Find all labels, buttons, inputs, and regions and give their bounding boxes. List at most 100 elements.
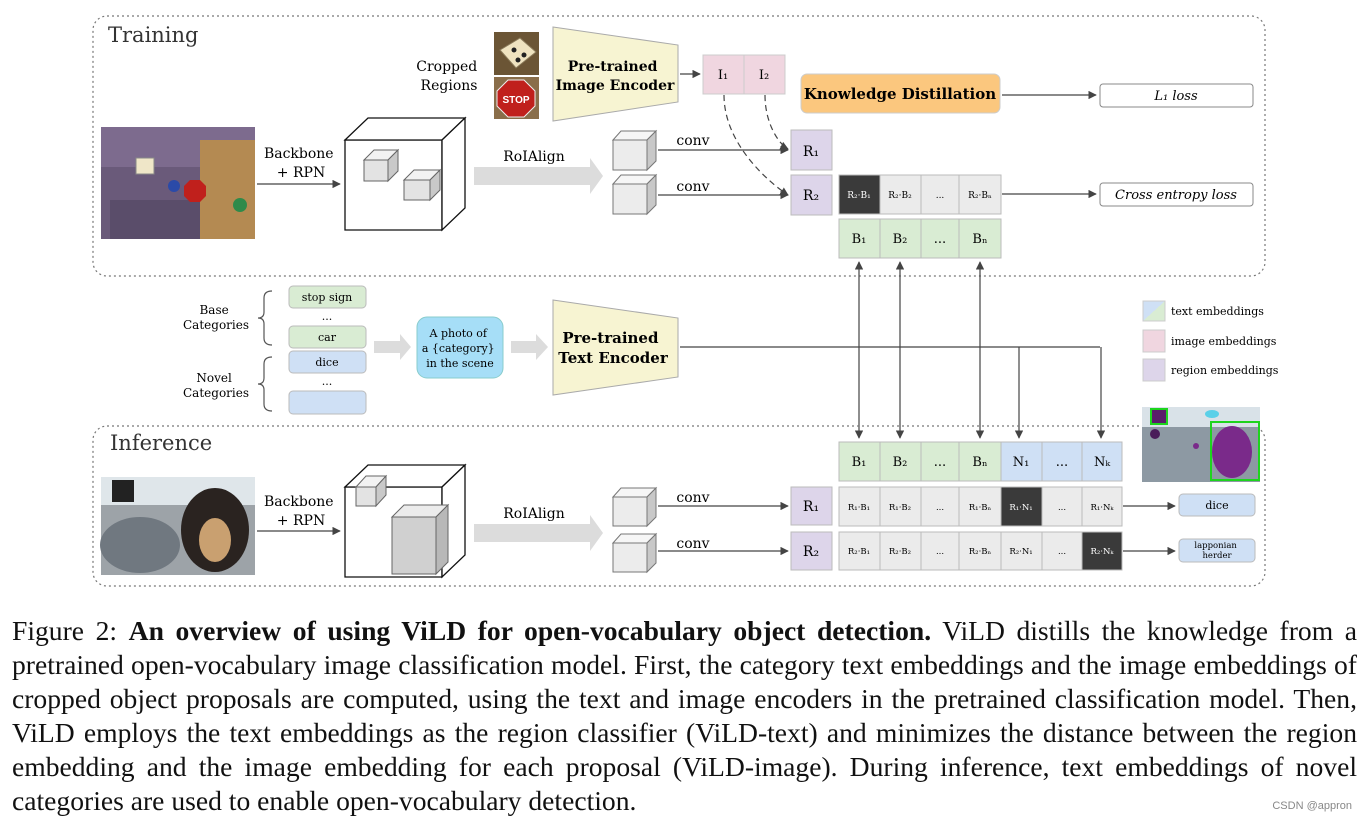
inference-conv-label-2: conv [676, 536, 709, 552]
training-conv-label-1: conv [676, 133, 709, 149]
vild-diagram: Training Backbone + RPN RoIAlign [92, 15, 1279, 587]
score-cell [920, 486, 960, 527]
score-cell [838, 174, 881, 215]
legend-swatch-region [1142, 358, 1166, 382]
legend-image-embeddings: image embeddings [1171, 335, 1277, 348]
score-cell-label: ... [1058, 547, 1066, 557]
score-cell [1081, 486, 1123, 527]
category-dice-label: dice [315, 356, 338, 369]
base-cell [920, 218, 960, 259]
inference-roi-feature-1 [611, 486, 658, 528]
category-novel-ellipsis: ... [322, 375, 333, 388]
inference-region-r2 [790, 531, 833, 571]
output-dice [1178, 493, 1256, 517]
image-embedding-i1-label: I₁ [718, 68, 728, 83]
inference-region-r1 [790, 486, 833, 526]
score-cell [879, 486, 922, 527]
legend-text-embeddings: text embeddings [1171, 305, 1264, 318]
embedding-cell-label: B₁ [852, 455, 867, 470]
score-cell-label: R₂·B₁ [848, 547, 870, 557]
inference-roialign-arrow [474, 515, 603, 551]
score-cell-label: R₂·B₂ [889, 547, 911, 557]
score-cell-label: R₂·Bₙ [969, 547, 992, 557]
inference-backbone-label: Backbone + RPN [264, 494, 338, 529]
output-dice-label: dice [1205, 499, 1228, 512]
training-title: Training [108, 23, 199, 47]
score-cell [1000, 531, 1043, 571]
training-region-r1-label: R₁ [803, 144, 819, 160]
caption-prefix: Figure 2: [12, 615, 129, 646]
base-brace [257, 290, 273, 346]
legend-region-embeddings: region embeddings [1171, 364, 1279, 377]
inference-input-image [100, 477, 255, 575]
text-encoder-label: Pre-trained Text Encoder [558, 329, 669, 367]
score-cell-label: ... [936, 547, 944, 557]
embedding-cell-label: Bₙ [972, 455, 987, 470]
output-lapponian-herder-label: lapponian herder [1194, 541, 1239, 561]
legend: text embeddings image embeddings region … [1142, 300, 1279, 382]
categories-to-prompt-arrow [374, 334, 411, 360]
cropped-regions-label: Cropped Regions [416, 59, 481, 94]
score-cell-label: R₂·B₁ [847, 191, 870, 201]
training-roialign-label: RoIAlign [503, 149, 565, 165]
base-cell-label: ... [934, 232, 946, 247]
image-encoder [552, 26, 679, 122]
inference-conv-label-1: conv [676, 490, 709, 506]
embedding-cell-label: Nₖ [1094, 455, 1111, 470]
score-cell-label: ... [936, 503, 944, 513]
score-cell-label: R₂·B₂ [888, 191, 912, 201]
training-score-row: R₂·B₁ R₂·B₂ ... R₂·Bₙ [838, 174, 1002, 215]
score-cell [958, 174, 1002, 215]
score-cell [879, 174, 922, 215]
category-dice [288, 350, 367, 374]
category-stop-sign [288, 285, 367, 309]
cropped-region-dice [494, 32, 539, 75]
prompt-to-encoder-arrow [511, 334, 548, 360]
score-cell-label: R₁·B₁ [848, 503, 870, 513]
base-cell-label: B₂ [893, 232, 908, 247]
training-feature-cube [343, 116, 467, 232]
embedding-cell [958, 441, 1002, 482]
score-cell [920, 531, 960, 571]
score-cell [1081, 531, 1123, 571]
inference-proposal-box [354, 474, 450, 576]
distill-link-1 [723, 94, 789, 196]
image-encoder-label: Pre-trained Image Encoder [556, 59, 675, 94]
training-conv-label-2: conv [676, 179, 709, 195]
embedding-cell [920, 441, 960, 482]
base-cell [958, 218, 1002, 259]
embedding-cell [879, 441, 922, 482]
inference-roi-feature-2 [611, 532, 658, 574]
inference-roialign-label: RoIAlign [503, 506, 565, 522]
svg-text:STOP: STOP [502, 95, 529, 106]
distill-link-2 [764, 94, 789, 150]
training-panel [92, 15, 1266, 277]
inference-region-r1-label: R₁ [803, 499, 819, 515]
category-car-label: car [318, 331, 337, 344]
inference-region-r2-label: R₂ [803, 544, 819, 560]
embedding-cell-label: B₂ [893, 455, 908, 470]
image-embedding-i2 [743, 54, 786, 95]
training-roialign-arrow [474, 158, 603, 194]
embedding-cell-label: N₁ [1013, 455, 1030, 470]
score-cell [1041, 531, 1083, 571]
score-cell [958, 531, 1002, 571]
image-embedding-i2-label: I₂ [759, 68, 769, 83]
inference-embedding-row: B₁ B₂ ... Bₙ N₁ ... Nₖ [838, 441, 1123, 482]
watermark: CSDN @appron [1272, 800, 1352, 812]
novel-brace [257, 356, 273, 412]
inference-title: Inference [110, 431, 212, 455]
inference-score-row-1: R₁·B₁ R₁·B₂ ... R₁·Bₙ R₁·N₁ ... R₁·Nₖ [838, 486, 1123, 527]
knowledge-distillation-box [800, 73, 1001, 114]
base-cell-label: B₁ [852, 232, 867, 247]
score-cell-label: R₂·Nₖ [1090, 547, 1114, 557]
score-cell-label: R₁·B₂ [889, 503, 911, 513]
legend-swatch-image [1142, 329, 1166, 353]
l1-loss-box [1099, 83, 1254, 108]
training-input-image [101, 127, 255, 239]
training-region-r2 [790, 174, 833, 216]
score-cell [958, 486, 1002, 527]
training-roi-feature-2 [611, 173, 658, 216]
score-cell-label: R₁·Nₖ [1090, 503, 1114, 513]
category-base-ellipsis: ... [322, 310, 333, 323]
